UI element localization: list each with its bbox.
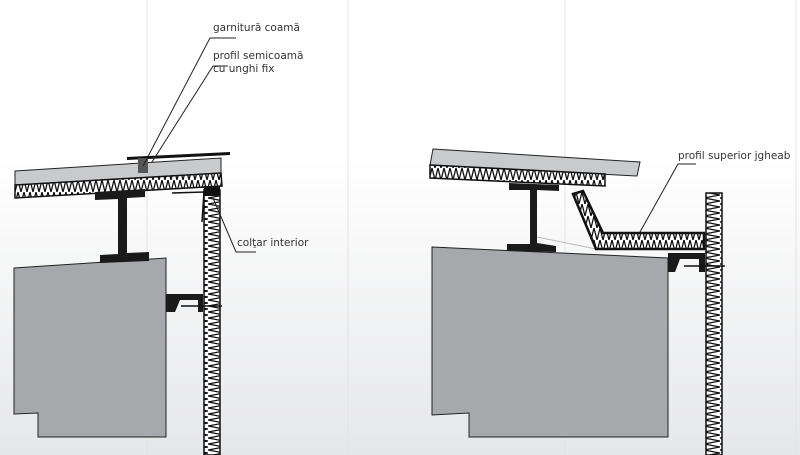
purlin [95,189,149,263]
leader-lines [639,163,696,233]
beam [13,257,167,438]
purlin [507,183,559,252]
roof-panel-sheet [429,148,641,177]
inner-corner-profile [171,191,205,223]
left-detail [13,37,256,455]
right-detail [429,148,725,455]
label-half-ridge-profile-angle: cu unghi fix [213,63,275,75]
label-gutter-top-profile: profil superior jgheab [678,150,791,162]
bracket [166,294,203,312]
roof-panel-insulation [14,172,223,199]
ridge-cap [127,152,230,160]
beam [431,246,669,438]
label-half-ridge-profile: profil semicoamă [213,50,304,62]
label-ridge-seal: garnitură coamă [213,22,300,34]
wall-panel [203,189,221,455]
bracket [668,253,705,272]
roof-panel-insulation [429,164,606,187]
wall-cap [204,186,220,196]
label-inner-corner: colţar interior [237,237,309,249]
leader-lines [142,37,256,253]
wall-panel [705,192,723,455]
gutter-profile [571,189,706,251]
